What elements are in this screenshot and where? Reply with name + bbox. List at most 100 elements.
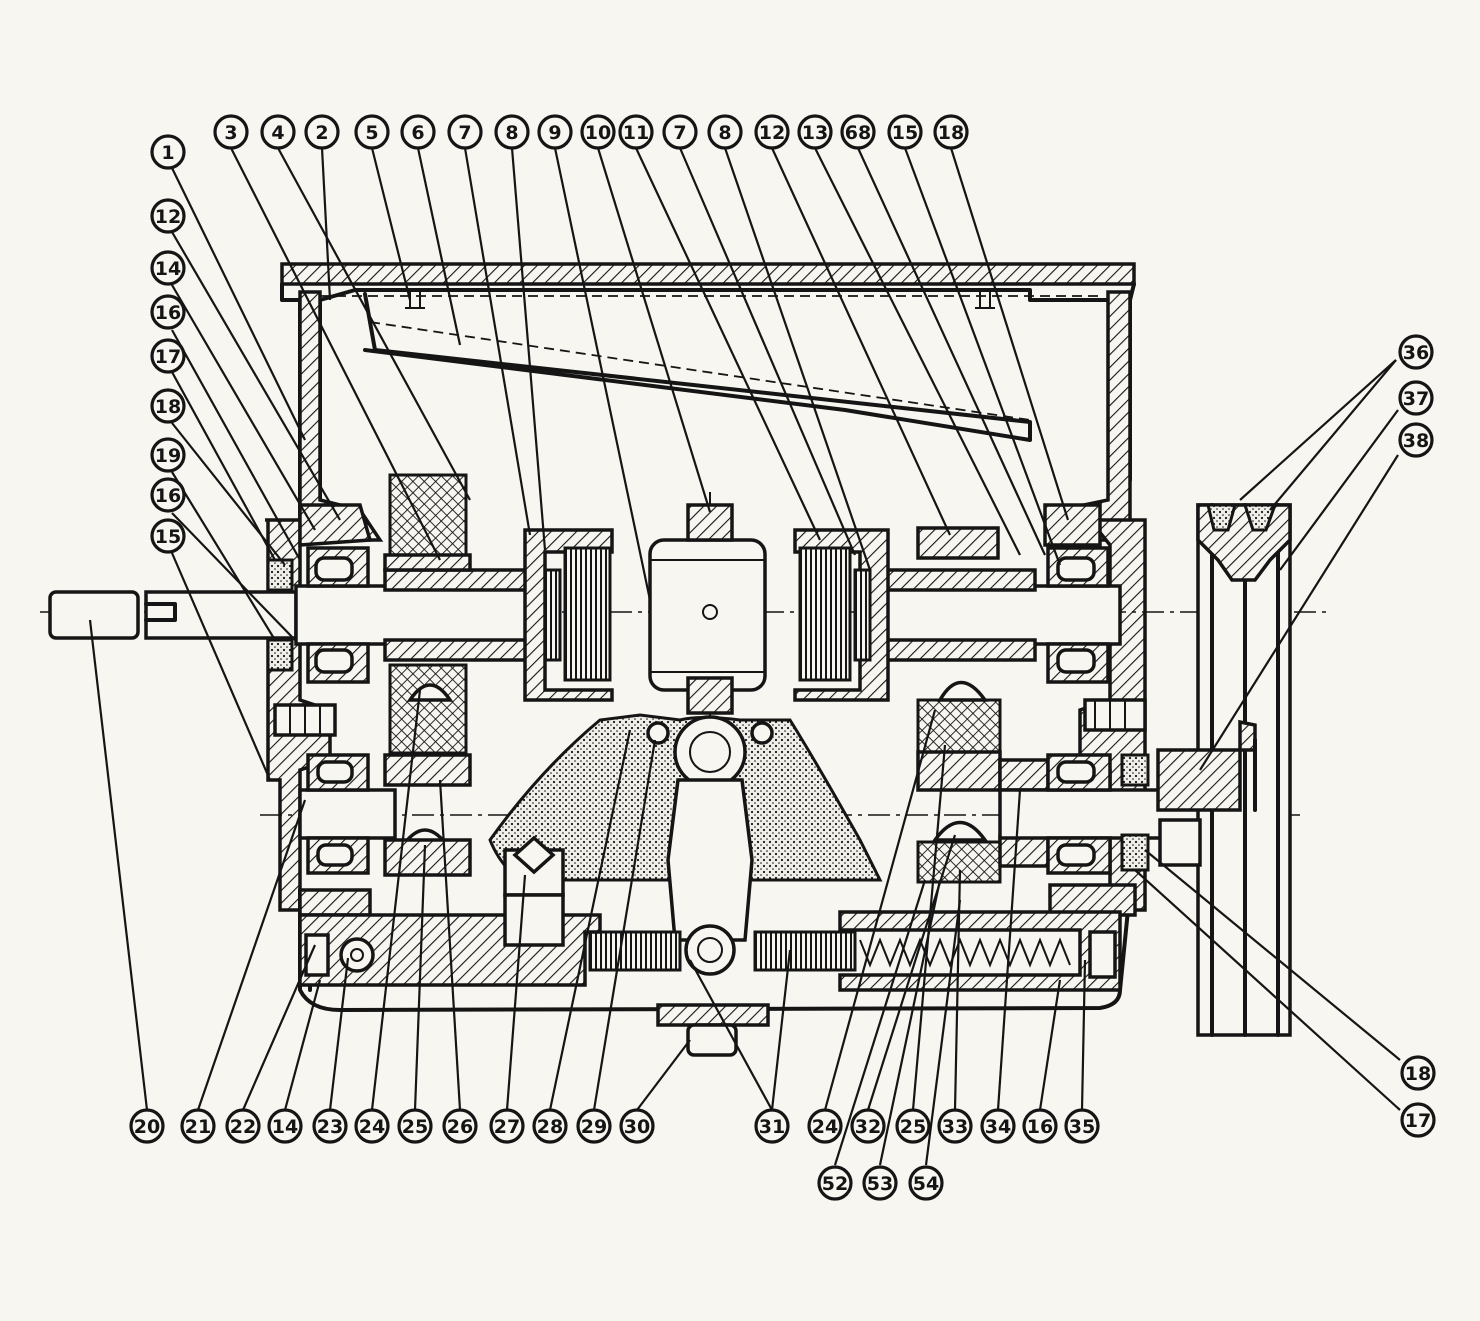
callout-balloon: 9 [537, 114, 573, 150]
callout-balloons-bottom: 20 21 22 14 23 24 25 26 27 28 29 30 31 2… [129, 1108, 1100, 1144]
callout-balloon: 33 [937, 1108, 973, 1144]
svg-text:18: 18 [155, 396, 181, 418]
callout-balloon: 34 [980, 1108, 1016, 1144]
svg-text:15: 15 [155, 526, 181, 548]
callout-balloon: 52 [817, 1165, 853, 1201]
svg-text:54: 54 [913, 1173, 939, 1195]
callout-balloon: 4 [260, 114, 296, 150]
callout-balloon: 23 [312, 1108, 348, 1144]
callout-balloon: 8 [494, 114, 530, 150]
svg-text:6: 6 [411, 122, 424, 144]
callout-balloon: 27 [489, 1108, 525, 1144]
shift-mechanism [298, 713, 1122, 1057]
callout-balloon: 8 [707, 114, 743, 150]
callout-balloon: 12 [150, 198, 186, 234]
callout-balloon: 53 [862, 1165, 898, 1201]
callout-balloon: 30 [619, 1108, 655, 1144]
callout-balloon: 18 [933, 114, 969, 150]
callout-balloon: 29 [576, 1108, 612, 1144]
svg-text:24: 24 [812, 1116, 838, 1138]
callout-balloon: 28 [532, 1108, 568, 1144]
callout-balloon: 38 [1398, 422, 1434, 458]
callout-balloon: 14 [267, 1108, 303, 1144]
svg-text:52: 52 [822, 1173, 848, 1195]
callout-balloon: 37 [1398, 380, 1434, 416]
callout-balloon: 5 [354, 114, 390, 150]
svg-text:2: 2 [315, 122, 328, 144]
svg-text:12: 12 [759, 122, 785, 144]
svg-text:35: 35 [1069, 1116, 1095, 1138]
callout-balloon: 35 [1064, 1108, 1100, 1144]
svg-text:11: 11 [623, 122, 649, 144]
callout-balloons-top: 3 4 2 5 6 7 8 9 10 11 7 8 12 13 68 15 18 [213, 114, 969, 150]
svg-text:16: 16 [155, 485, 181, 507]
callout-balloons-right: 36 37 38 18 17 [1398, 334, 1436, 1138]
svg-text:22: 22 [230, 1116, 256, 1138]
svg-text:16: 16 [1027, 1116, 1053, 1138]
svg-text:17: 17 [1405, 1110, 1431, 1132]
svg-text:14: 14 [155, 258, 181, 280]
leader-lines [88, 147, 1401, 1166]
callout-balloon: 15 [887, 114, 923, 150]
callout-balloon: 31 [754, 1108, 790, 1144]
svg-text:23: 23 [317, 1116, 343, 1138]
callout-balloon: 13 [797, 114, 833, 150]
svg-text:17: 17 [155, 346, 181, 368]
callout-balloon: 68 [840, 114, 876, 150]
callout-balloon: 2 [304, 114, 340, 150]
callout-balloon: 16 [150, 477, 186, 513]
callout-balloon: 16 [1022, 1108, 1058, 1144]
callout-balloon: 17 [150, 338, 186, 374]
callout-balloons-left: 1 12 14 16 17 18 19 16 15 [150, 134, 186, 554]
callout-balloons-bottom-row2: 52 53 54 [817, 1165, 944, 1201]
callout-balloon: 20 [129, 1108, 165, 1144]
callout-balloon: 7 [447, 114, 483, 150]
callout-balloon: 22 [225, 1108, 261, 1144]
callout-balloon: 25 [397, 1108, 433, 1144]
callout-balloon: 26 [442, 1108, 478, 1144]
callout-balloon: 32 [850, 1108, 886, 1144]
callout-balloon: 10 [580, 114, 616, 150]
svg-text:34: 34 [985, 1116, 1011, 1138]
callout-balloon: 15 [150, 518, 186, 554]
callout-balloon: 16 [150, 294, 186, 330]
svg-text:36: 36 [1403, 342, 1429, 364]
svg-text:68: 68 [845, 122, 871, 144]
callout-balloon: 6 [400, 114, 436, 150]
callout-balloon: 7 [662, 114, 698, 150]
svg-text:19: 19 [155, 445, 181, 467]
svg-text:32: 32 [855, 1116, 881, 1138]
svg-text:53: 53 [867, 1173, 893, 1195]
svg-text:24: 24 [359, 1116, 385, 1138]
svg-text:30: 30 [624, 1116, 650, 1138]
svg-text:21: 21 [185, 1116, 211, 1138]
callout-balloon: 3 [213, 114, 249, 150]
callout-balloon: 1 [150, 134, 186, 170]
svg-text:28: 28 [537, 1116, 563, 1138]
svg-text:29: 29 [581, 1116, 607, 1138]
svg-text:8: 8 [718, 122, 731, 144]
svg-text:37: 37 [1403, 388, 1429, 410]
svg-text:4: 4 [271, 122, 284, 144]
svg-text:20: 20 [134, 1116, 160, 1138]
svg-text:25: 25 [402, 1116, 428, 1138]
callout-balloon: 14 [150, 250, 186, 286]
callout-balloon: 21 [180, 1108, 216, 1144]
svg-text:14: 14 [272, 1116, 298, 1138]
svg-text:18: 18 [938, 122, 964, 144]
callout-balloon: 54 [908, 1165, 944, 1201]
svg-text:9: 9 [548, 122, 561, 144]
svg-text:33: 33 [942, 1116, 968, 1138]
svg-text:26: 26 [447, 1116, 473, 1138]
callout-balloon: 18 [150, 388, 186, 424]
callout-balloon: 18 [1400, 1055, 1436, 1091]
svg-text:8: 8 [505, 122, 518, 144]
callout-balloon: 36 [1398, 334, 1434, 370]
callout-balloon: 24 [354, 1108, 390, 1144]
svg-text:18: 18 [1405, 1063, 1431, 1085]
svg-text:12: 12 [155, 206, 181, 228]
v-belt-pulley [1156, 503, 1292, 1037]
svg-text:5: 5 [365, 122, 378, 144]
callout-balloon: 11 [618, 114, 654, 150]
